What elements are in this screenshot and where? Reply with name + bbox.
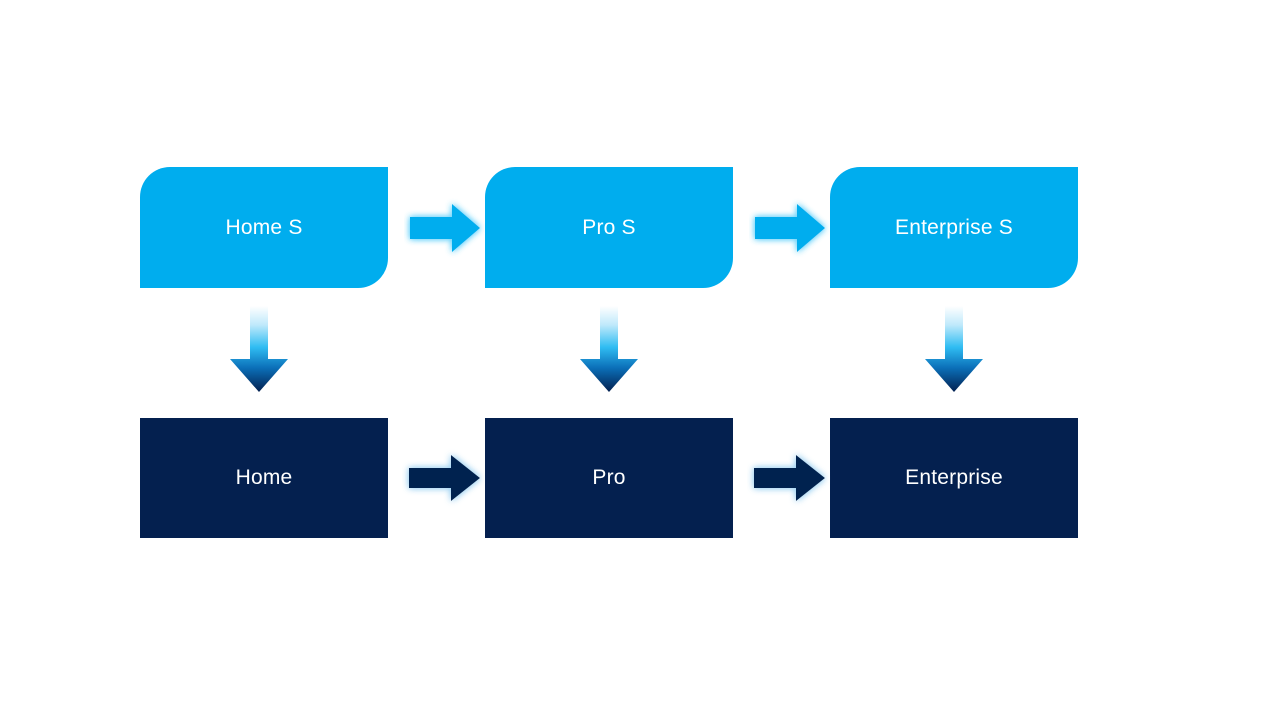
arrow-pro-to-enterprise bbox=[747, 448, 831, 508]
node-enterprise-s-label: Enterprise S bbox=[895, 215, 1013, 239]
arrow-pro-s-to-pro bbox=[576, 306, 642, 394]
node-home[interactable]: Home bbox=[140, 418, 388, 538]
arrow-glyph-down bbox=[230, 306, 288, 392]
arrow-glyph-right bbox=[755, 204, 825, 252]
arrow-pro-s-to-enterprise-s bbox=[749, 198, 831, 258]
node-pro-label: Pro bbox=[592, 466, 626, 490]
node-home-s[interactable]: Home S bbox=[140, 167, 388, 288]
arrow-home-s-to-pro-s bbox=[404, 198, 486, 258]
arrow-glyph-down bbox=[580, 306, 638, 392]
node-home-s-label: Home S bbox=[225, 215, 303, 239]
node-enterprise[interactable]: Enterprise bbox=[830, 418, 1078, 538]
arrow-home-s-to-home bbox=[226, 306, 292, 394]
node-home-label: Home bbox=[235, 466, 293, 490]
node-enterprise-s[interactable]: Enterprise S bbox=[830, 167, 1078, 288]
node-pro-s[interactable]: Pro S bbox=[485, 167, 733, 288]
arrow-glyph-right bbox=[410, 204, 480, 252]
node-pro-s-label: Pro S bbox=[582, 215, 636, 239]
arrow-glyph-right bbox=[754, 455, 825, 501]
node-pro[interactable]: Pro bbox=[485, 418, 733, 538]
arrow-glyph-down bbox=[925, 306, 983, 392]
arrow-enterprise-s-to-enterprise bbox=[921, 306, 987, 394]
arrow-home-to-pro bbox=[402, 448, 486, 508]
node-enterprise-label: Enterprise bbox=[905, 466, 1003, 490]
arrow-glyph-right bbox=[409, 455, 480, 501]
